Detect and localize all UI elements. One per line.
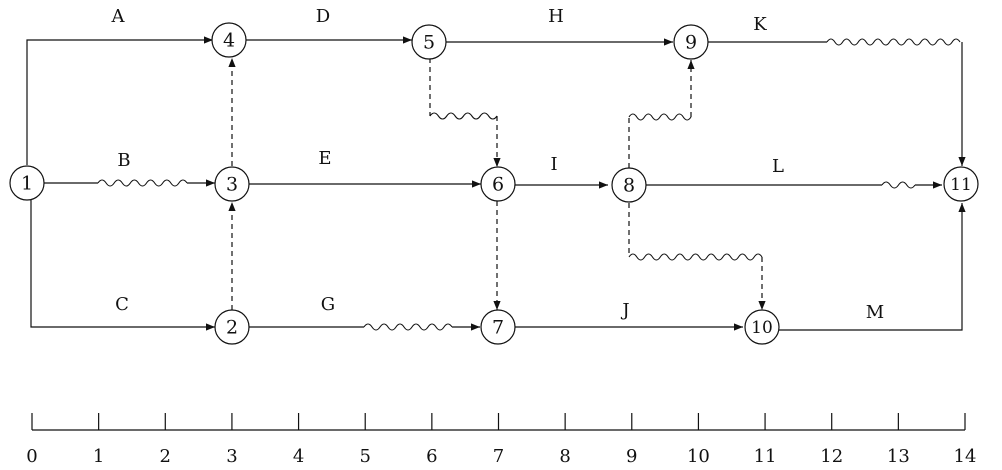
svg-text:3: 3 xyxy=(226,174,238,196)
arrow-K-wave xyxy=(826,38,961,46)
activity-labels: A B C D E G H I J K L M xyxy=(111,6,885,323)
arrow-L-wave xyxy=(881,181,916,189)
dummy-8-10-wave xyxy=(628,253,763,261)
tick-label-8: 8 xyxy=(559,446,570,467)
tick-label-10: 10 xyxy=(687,446,710,467)
activity-label-E: E xyxy=(318,148,331,169)
activity-label-G: G xyxy=(321,294,335,315)
node-4: 4 xyxy=(211,22,247,58)
activity-label-L: L xyxy=(772,156,784,177)
nodes-layer: 1 2 3 4 5 6 7 8 9 10 11 xyxy=(9,22,979,345)
node-6: 6 xyxy=(480,166,516,202)
svg-text:5: 5 xyxy=(423,32,435,54)
arrow-G-wave xyxy=(363,323,453,331)
arrow-A xyxy=(26,36,213,165)
node-7: 7 xyxy=(480,309,516,345)
svg-text:2: 2 xyxy=(226,317,238,339)
node-5: 5 xyxy=(411,24,447,60)
activity-label-H: H xyxy=(548,6,564,27)
tick-label-6: 6 xyxy=(426,446,437,467)
tick-label-4: 4 xyxy=(293,446,304,467)
svg-text:1: 1 xyxy=(21,173,33,195)
tick-label-5: 5 xyxy=(359,446,370,467)
activity-label-M: M xyxy=(866,302,884,323)
svg-text:9: 9 xyxy=(685,32,697,54)
activity-label-C: C xyxy=(115,294,129,315)
tick-label-12: 12 xyxy=(820,446,843,467)
node-10: 10 xyxy=(744,309,780,345)
svg-text:6: 6 xyxy=(492,174,504,196)
tick-label-3: 3 xyxy=(226,446,237,467)
svg-text:7: 7 xyxy=(492,317,504,339)
tick-label-1: 1 xyxy=(93,446,104,467)
tick-label-0: 0 xyxy=(26,446,37,467)
node-11: 11 xyxy=(943,166,979,202)
arrow-C xyxy=(30,200,215,331)
timescale-tick-marks xyxy=(31,413,966,430)
activity-label-D: D xyxy=(316,6,330,27)
svg-text:11: 11 xyxy=(950,175,972,195)
tick-label-11: 11 xyxy=(754,446,777,467)
arrow-M xyxy=(779,203,966,331)
tick-label-2: 2 xyxy=(160,446,171,467)
dummy-5-6-wave xyxy=(429,112,498,120)
svg-text:4: 4 xyxy=(223,30,235,52)
node-8: 8 xyxy=(611,167,647,203)
node-3: 3 xyxy=(214,166,250,202)
activity-label-I: I xyxy=(550,154,557,175)
activity-label-J: J xyxy=(620,300,629,321)
tick-label-9: 9 xyxy=(626,446,637,467)
activity-label-B: B xyxy=(117,150,130,171)
svg-text:8: 8 xyxy=(623,175,635,197)
tick-label-13: 13 xyxy=(887,446,910,467)
dummy-8-9-wave xyxy=(628,113,692,121)
tick-label-14: 14 xyxy=(954,446,977,467)
node-9: 9 xyxy=(673,24,709,60)
arrow-B-wave xyxy=(97,179,188,187)
svg-text:10: 10 xyxy=(751,318,773,338)
activity-label-K: K xyxy=(753,14,767,35)
node-2: 2 xyxy=(214,309,250,345)
node-1: 1 xyxy=(9,165,45,201)
tick-label-7: 7 xyxy=(493,446,504,467)
edges-layer xyxy=(26,36,966,331)
activity-label-A: A xyxy=(111,6,126,27)
